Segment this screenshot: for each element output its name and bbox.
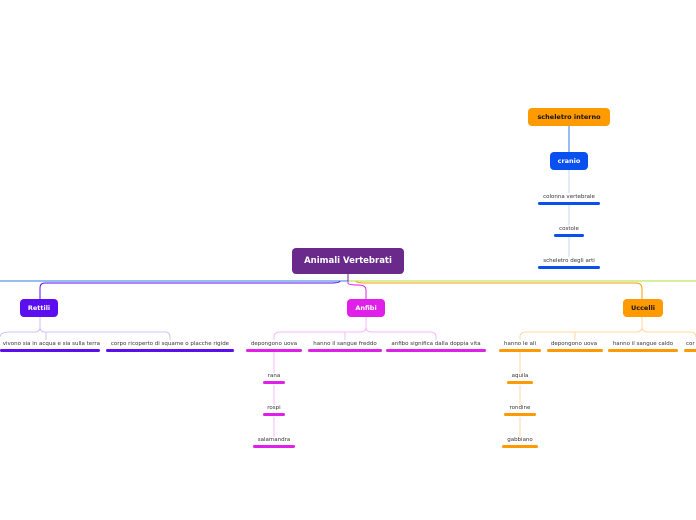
anfibi-example-bar xyxy=(263,413,285,416)
anfibi-label: Anfibi xyxy=(355,304,377,312)
scheletro-label: scheletro interno xyxy=(537,113,601,121)
uccelli-item[interactable]: hanno il sangue caldo xyxy=(607,341,679,347)
uccelli-example[interactable]: gabbiano xyxy=(500,437,540,443)
uccelli-item-label: hanno il sangue caldo xyxy=(612,341,674,347)
anfibi-example-label: rana xyxy=(267,373,281,379)
scheletro-node[interactable]: scheletro interno xyxy=(528,108,610,126)
scheletro-item-label: scheletro degli arti xyxy=(543,258,595,264)
uccelli-item[interactable]: hanno le ali xyxy=(498,341,542,347)
uccelli-example-label: gabbiano xyxy=(507,437,533,443)
uccelli-item-bar xyxy=(499,349,541,352)
uccelli-item-bar xyxy=(547,349,603,352)
rettili-item-label: vivono sia in acqua e sia sulla terra xyxy=(2,341,100,347)
uccelli-item[interactable]: depongono uova xyxy=(546,341,602,347)
anfibi-item-label: depongono uova xyxy=(250,341,298,347)
uccelli-example-label: rondine xyxy=(509,405,531,411)
cranio-label: cranio xyxy=(557,157,581,165)
rettili-item[interactable]: corpo ricoperto di squame o placche rigi… xyxy=(106,341,234,347)
uccelli-example-label: aquila xyxy=(511,373,529,379)
anfibi-example[interactable]: salamandra xyxy=(252,437,296,443)
line-to-uccelli xyxy=(355,280,643,299)
scheletro-item-label: colonna vertebrale xyxy=(543,194,595,200)
rettili-node[interactable]: Rettili xyxy=(20,299,58,317)
line-to-rettili xyxy=(39,280,341,299)
anfibi-example-bar xyxy=(253,445,295,448)
anfibi-example-label: rospi xyxy=(267,405,281,411)
rettili-item-bar xyxy=(0,349,100,352)
anfibi-item-label: anfibo significa dalla doppia vita xyxy=(391,341,481,347)
anfibi-item[interactable]: anfibo significa dalla doppia vita xyxy=(386,341,486,347)
uccelli-item-label: cor xyxy=(686,341,695,347)
uccelli-label: Uccelli xyxy=(630,304,656,312)
uccelli-item-label: hanno le ali xyxy=(503,341,537,347)
anfibi-item-bar xyxy=(246,349,302,352)
anfibi-example[interactable]: rana xyxy=(262,373,286,379)
uccelli-example[interactable]: rondine xyxy=(502,405,538,411)
uccelli-item-bar xyxy=(608,349,678,352)
uccelli-example[interactable]: aquila xyxy=(504,373,536,379)
uccelli-item-label: depongono uova xyxy=(550,341,598,347)
uccelli-example-bar xyxy=(504,413,536,416)
rettili-item[interactable]: vivono sia in acqua e sia sulla terra xyxy=(0,341,100,347)
uccelli-example-bar xyxy=(502,445,538,448)
uccelli-item-bar xyxy=(684,349,696,352)
anfibi-item-bar xyxy=(308,349,382,352)
uccelli-example-bar xyxy=(507,381,533,384)
cranio-node[interactable]: cranio xyxy=(550,152,588,170)
anfibi-item[interactable]: depongono uova xyxy=(246,341,302,347)
scheletro-item-bar xyxy=(554,234,584,237)
anfibi-item-bar xyxy=(386,349,486,352)
rettili-item-bar xyxy=(106,349,234,352)
anfibi-example-label: salamandra xyxy=(257,437,291,443)
root-label: Animali Vertebrati xyxy=(304,256,392,266)
uccelli-item[interactable]: cor xyxy=(686,341,696,347)
anfibi-node[interactable]: Anfibi xyxy=(347,299,385,317)
rettili-label: Rettili xyxy=(27,304,51,312)
scheletro-item-label: costole xyxy=(559,226,579,232)
scheletro-item-bar xyxy=(538,202,600,205)
scheletro-item[interactable]: costole xyxy=(549,226,589,232)
anfibi-item[interactable]: hanno il sangue freddo xyxy=(308,341,382,347)
scheletro-item-bar xyxy=(538,266,600,269)
root-node[interactable]: Animali Vertebrati xyxy=(292,248,404,274)
uccelli-node[interactable]: Uccelli xyxy=(623,299,663,317)
scheletro-item[interactable]: scheletro degli arti xyxy=(529,258,609,264)
rettili-item-label: corpo ricoperto di squame o placche rigi… xyxy=(110,341,230,347)
anfibi-example-bar xyxy=(263,381,285,384)
scheletro-item[interactable]: colonna vertebrale xyxy=(529,194,609,200)
anfibi-example[interactable]: rospi xyxy=(262,405,286,411)
anfibi-item-label: hanno il sangue freddo xyxy=(313,341,377,347)
line-to-anfibi xyxy=(347,281,367,299)
